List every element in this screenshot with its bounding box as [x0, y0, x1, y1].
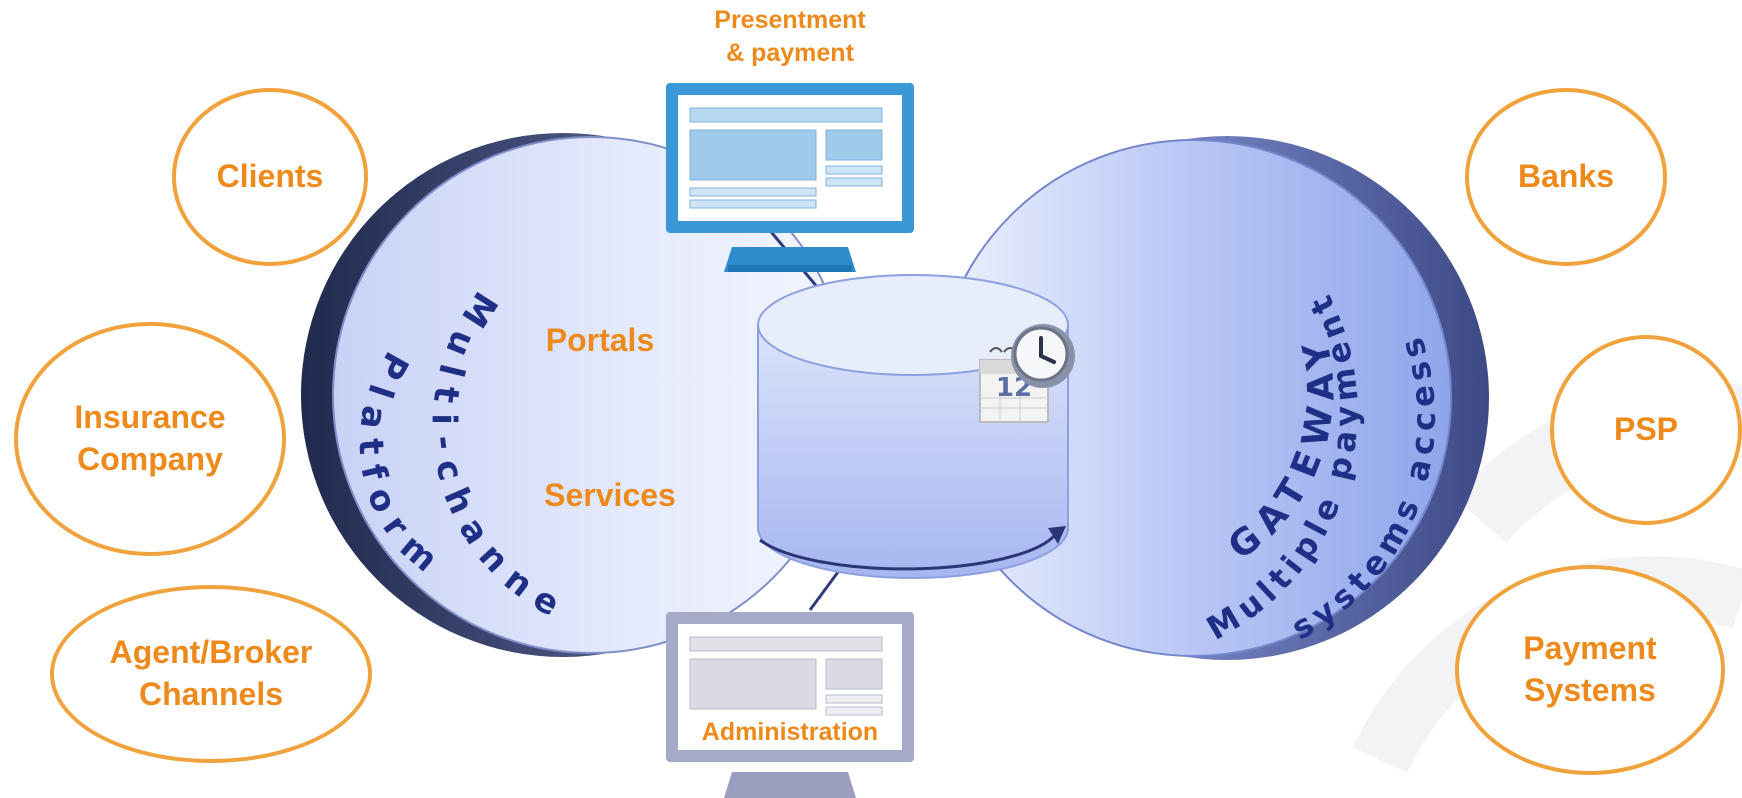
- partner-label: Agent/Broker Channels: [109, 634, 313, 712]
- presentment-payment-label: Presentment & payment: [714, 6, 866, 67]
- presentment-monitor-icon: [666, 83, 914, 272]
- connector-bottom: [808, 571, 840, 611]
- partner-label: Banks: [1517, 158, 1615, 195]
- partner-label: Payment Systems: [1523, 630, 1657, 708]
- partner-oval-insurance-company: Insurance Company: [14, 322, 286, 556]
- partner-label: Clients: [216, 158, 324, 195]
- services-label: Services: [544, 477, 676, 513]
- partner-oval-agent-broker: Agent/Broker Channels: [50, 585, 372, 763]
- partner-label: Insurance Company: [74, 399, 226, 477]
- partner-oval-psp: PSP: [1550, 335, 1742, 525]
- partner-oval-payment-systems: Payment Systems: [1455, 565, 1725, 775]
- database-icon: [757, 274, 1069, 579]
- portals-label: Portals: [545, 322, 655, 358]
- partner-oval-banks: Banks: [1465, 88, 1667, 266]
- administration-label: Administration: [701, 718, 879, 746]
- partner-oval-clients: Clients: [172, 88, 368, 266]
- partner-label: PSP: [1613, 411, 1679, 448]
- clock-icon: [1011, 324, 1075, 388]
- administration-monitor-icon: [666, 612, 914, 798]
